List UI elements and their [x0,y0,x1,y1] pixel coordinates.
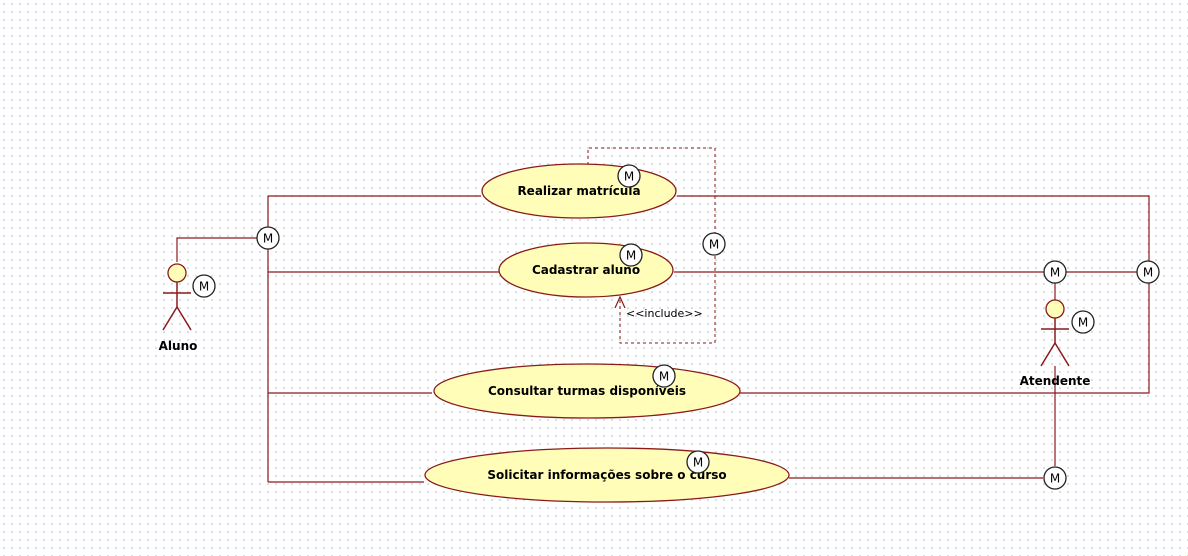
m-marker-icon[interactable]: M [1043,260,1067,284]
include-stereotype-label: <<include>> [626,307,703,320]
m-marker-icon[interactable]: M [686,450,710,474]
actor-head-icon [1045,299,1065,319]
svg-text:M: M [693,456,703,470]
svg-text:M: M [624,170,634,184]
m-marker-icon[interactable]: M [1071,310,1095,334]
actor-label: Aluno [159,339,198,353]
m-marker-icon[interactable]: M [652,364,676,388]
svg-text:M: M [709,238,719,252]
m-marker-icon[interactable]: M [1043,466,1067,490]
m-marker-icon[interactable]: M [619,243,643,267]
usecase-consultar-turmas[interactable]: Consultar turmas disponíveis [433,363,741,419]
svg-text:M: M [1143,266,1153,280]
svg-text:M: M [1050,472,1060,486]
m-marker-icon[interactable]: M [1136,260,1160,284]
actor-head-icon [167,263,187,283]
usecase-label: Consultar turmas disponíveis [488,384,686,398]
usecase-label: Solicitar informações sobre o curso [487,468,726,482]
usecase-label: Realizar matrícula [517,184,640,198]
svg-text:M: M [626,249,636,263]
m-marker-icon[interactable]: M [192,274,216,298]
usecase-label: Cadastrar aluno [532,263,640,277]
m-marker-icon[interactable]: M [617,164,641,188]
aluno-association-lines [176,195,499,483]
atendente-association-lines [674,195,1150,479]
actor-aluno[interactable]: Aluno [159,263,198,353]
svg-text:M: M [659,370,669,384]
usecase-solicitar-informacoes[interactable]: Solicitar informações sobre o curso [424,447,790,503]
m-marker-icon[interactable]: M [702,232,726,256]
svg-text:M: M [1078,316,1088,330]
svg-text:M: M [263,232,273,246]
usecase-realizar-matricula[interactable]: Realizar matrícula [481,163,677,219]
usecase-cadastrar-aluno[interactable]: Cadastrar aluno [498,242,674,298]
m-marker-icon[interactable]: M [256,226,280,250]
svg-text:M: M [1050,266,1060,280]
actor-atendente[interactable]: Atendente [1020,299,1091,388]
svg-text:M: M [199,280,209,294]
actor-label: Atendente [1020,374,1091,388]
